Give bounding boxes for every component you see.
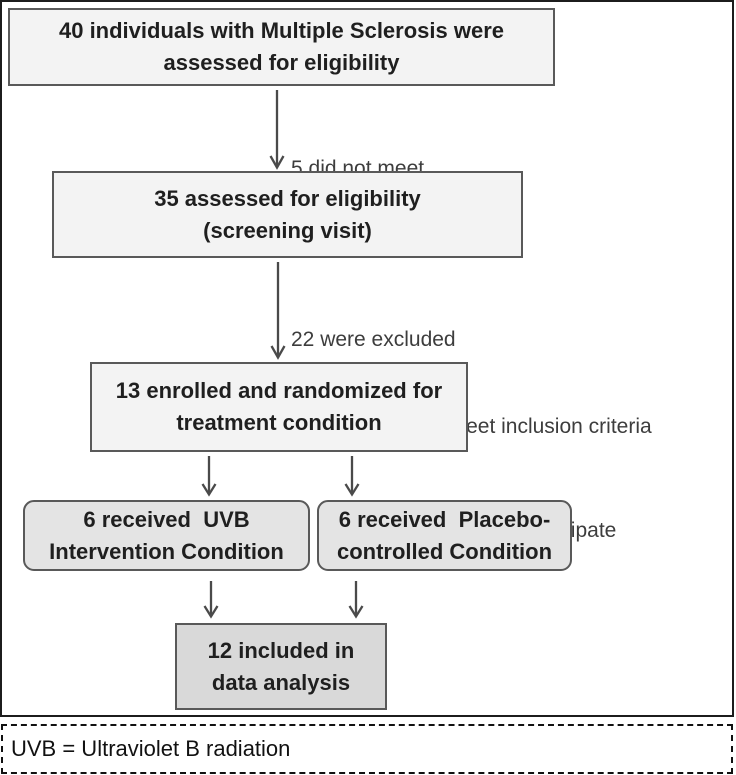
box-text-line: 12 included in	[207, 637, 355, 663]
box-placebo-condition: 6 received Placebo- controlled Condition	[317, 500, 572, 571]
down-arrow-icon	[203, 581, 219, 619]
box-text-line: treatment condition	[176, 410, 382, 435]
down-arrow-icon	[348, 581, 364, 619]
box-text-line: 6 received Placebo-	[338, 506, 551, 532]
legend-box: UVB = Ultraviolet B radiation	[1, 724, 733, 774]
box-text-line: 6 received UVB	[83, 506, 250, 532]
box-randomized-13: 13 enrolled and randomized for treatment…	[90, 362, 468, 452]
box-text-line: 35 assessed for eligibility	[154, 185, 421, 211]
annotation-line: 22 were excluded	[291, 328, 456, 351]
box-text-line: (screening visit)	[203, 217, 372, 243]
box-text-line: data analysis	[211, 669, 351, 695]
box-text-line: Intervention Condition	[49, 538, 284, 564]
box-text-line: 13 enrolled and randomized for	[115, 378, 443, 403]
diagram-frame	[0, 0, 734, 717]
box-text-line: controlled Condition	[336, 538, 553, 564]
box-data-analysis: 12 included in data analysis	[175, 623, 387, 710]
down-arrow-icon	[269, 90, 285, 170]
legend-text: UVB = Ultraviolet B radiation	[11, 736, 291, 761]
box-uvb-condition: 6 received UVB Intervention Condition	[23, 500, 310, 571]
box-text-line: 40 individuals with Multiple Sclerosis w…	[58, 18, 505, 43]
down-arrow-icon	[201, 456, 217, 497]
down-arrow-icon	[270, 262, 286, 360]
box-assessed-40: 40 individuals with Multiple Sclerosis w…	[8, 8, 555, 86]
box-text-line: assessed for eligibility	[163, 50, 400, 75]
box-screening-35: 35 assessed for eligibility (screening v…	[52, 171, 523, 258]
down-arrow-icon	[344, 456, 360, 497]
